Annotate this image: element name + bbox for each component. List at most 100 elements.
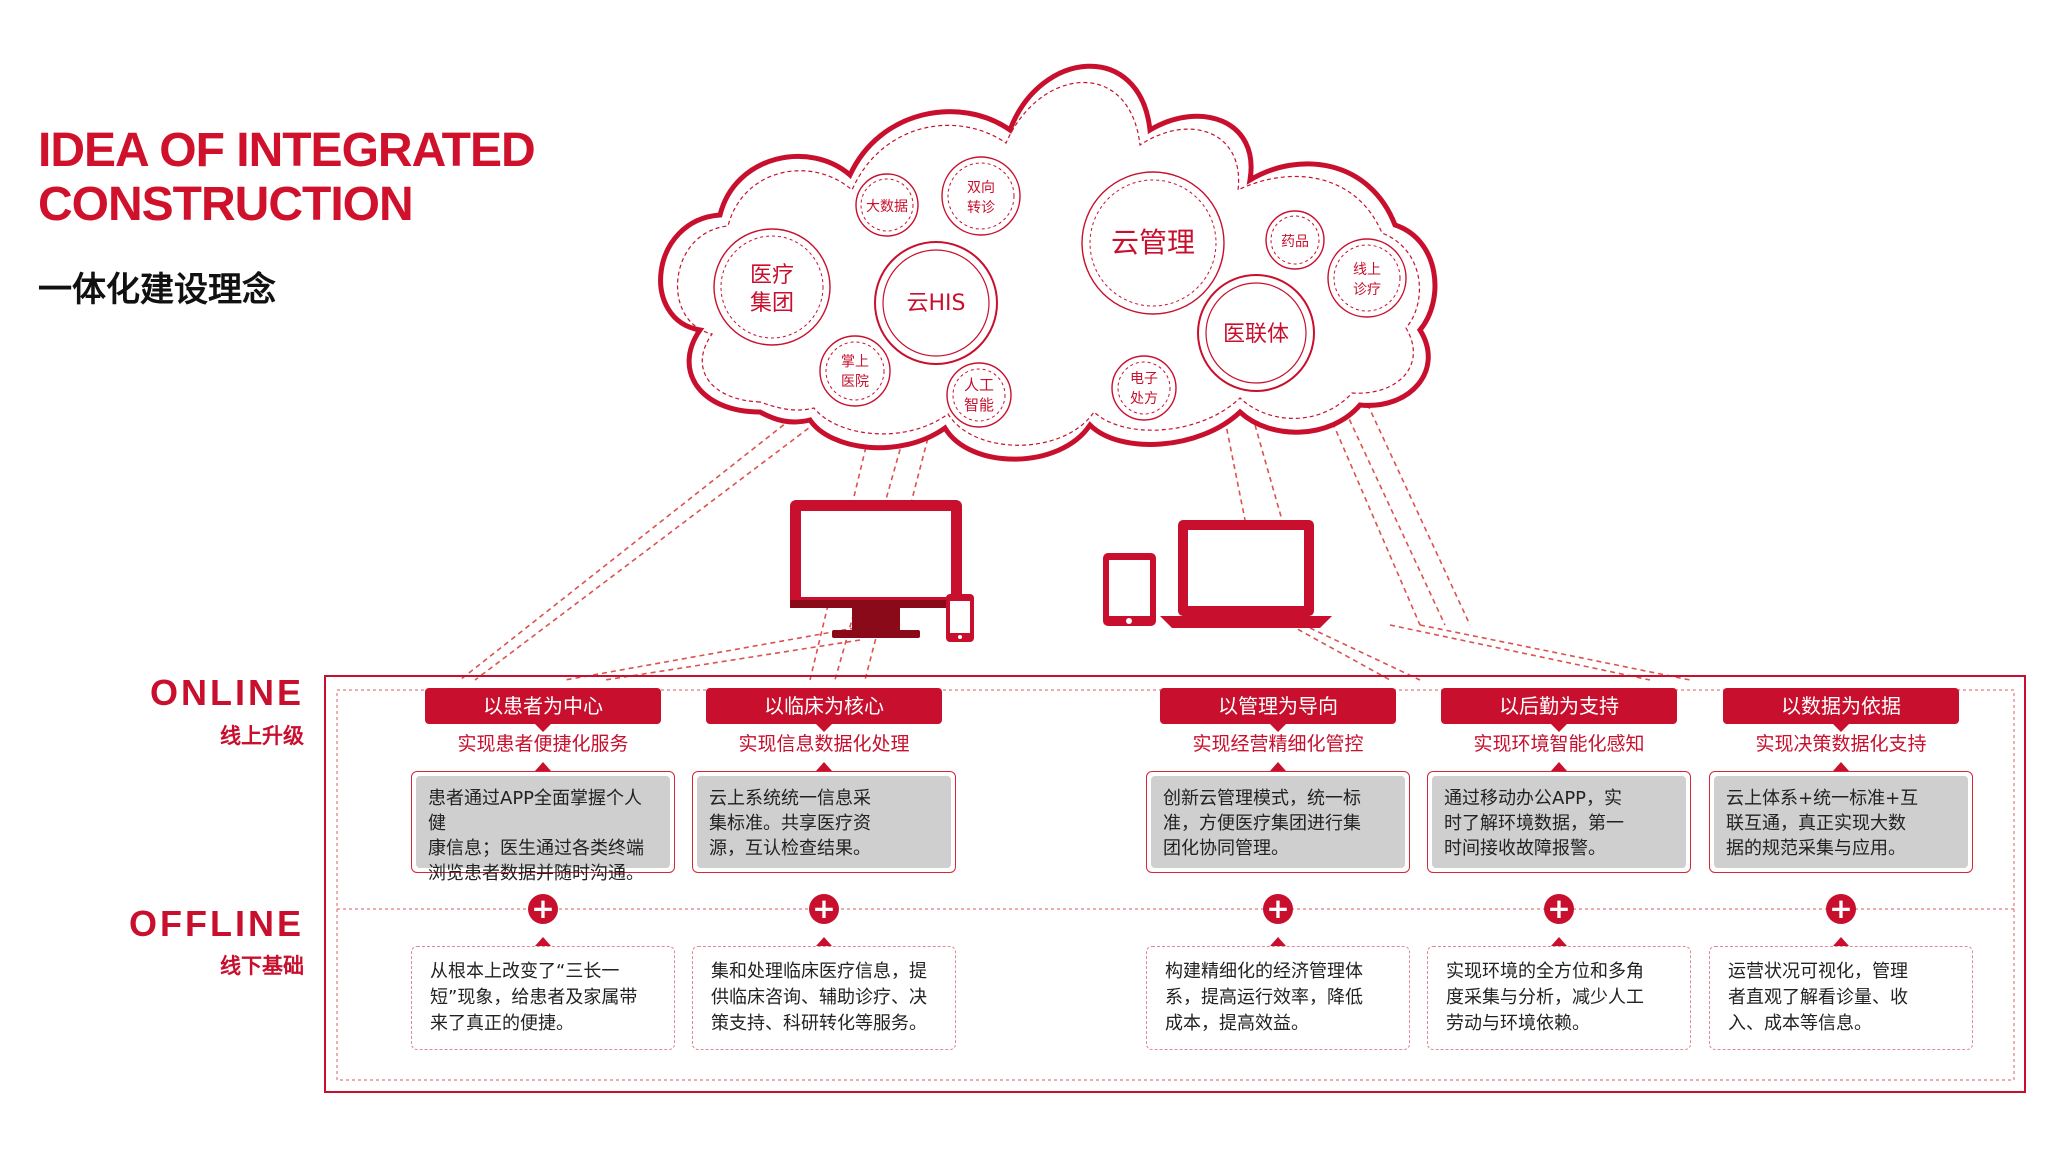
column-tag: 以数据为依据 xyxy=(1723,688,1959,732)
online-description-line: 浏览患者数据并随时沟通。 xyxy=(428,863,644,884)
title-line-2: CONSTRUCTION xyxy=(38,178,414,231)
bubble-xianshang-line2: 诊疗 xyxy=(1353,282,1381,298)
bubble-zhangshang-line1: 掌上 xyxy=(841,354,869,370)
bubble-yunhis: 云HIS xyxy=(907,291,966,316)
column-tag: 以临床为核心 xyxy=(706,688,942,732)
offline-description-line: 成本，提高效益。 xyxy=(1165,1013,1309,1034)
online-description-text: 通过移动办公APP，实时了解环境数据，第一时间接收故障报警。 xyxy=(1432,776,1686,868)
online-description-line: 创新云管理模式，统一标 xyxy=(1163,788,1361,809)
column-subtitle: 实现信息数据化处理 xyxy=(738,733,910,755)
bubble-shuangxiang-line2: 转诊 xyxy=(967,200,995,216)
pointer-triangle xyxy=(816,937,832,946)
bubble-rengong-line1: 人工 xyxy=(964,376,994,394)
online-description-line: 云上体系+统一标准+互 xyxy=(1726,788,1919,809)
column-tag: 以后勤为支持 xyxy=(1441,688,1677,732)
online-description-text: 患者通过APP全面掌握个人健康信息；医生通过各类终端浏览患者数据并随时沟通。 xyxy=(416,776,670,884)
pointer-triangle xyxy=(1551,937,1567,946)
offline-description-line: 策支持、科研转化等服务。 xyxy=(711,1013,927,1034)
page-title-en: IDEA OF INTEGRATED CONSTRUCTION xyxy=(38,124,598,232)
pointer-triangle xyxy=(816,762,832,771)
offline-description-box: 实现环境的全方位和多角度采集与分析，减少人工劳动与环境依赖。 xyxy=(1427,946,1691,1050)
pointer-triangle xyxy=(535,937,551,946)
offline-label: OFFLINE xyxy=(129,903,304,944)
column-tag: 以管理为导向 xyxy=(1160,688,1396,732)
offline-description-line: 运营状况可视化，管理 xyxy=(1728,961,1908,982)
online-description-line: 云上系统统一信息采 xyxy=(709,788,871,809)
online-label-cn: 线上升级 xyxy=(220,724,304,748)
cloud-inner-outline xyxy=(676,81,1420,446)
laptop-icon xyxy=(1160,520,1332,628)
phone-icon xyxy=(946,594,974,642)
bubble-dianzi-line1: 电子 xyxy=(1130,371,1158,387)
offline-description-line: 度采集与分析，减少人工 xyxy=(1446,987,1644,1008)
pointer-triangle xyxy=(535,762,551,771)
offline-label-cn: 线下基础 xyxy=(220,954,304,978)
page-title-cn: 一体化建设理念 xyxy=(38,270,276,310)
online-description-box: 通过移动办公APP，实时了解环境数据，第一时间接收故障报警。 xyxy=(1427,771,1691,873)
bubble-yiliao-line2: 集团 xyxy=(750,291,794,316)
column-subtitle: 实现环境智能化感知 xyxy=(1473,733,1645,755)
plus-icon: + xyxy=(1544,894,1574,924)
pointer-triangle xyxy=(1270,762,1286,771)
offline-description-line: 来了真正的便捷。 xyxy=(430,1013,574,1034)
online-description-text: 创新云管理模式，统一标准，方便医疗集团进行集团化协同管理。 xyxy=(1151,776,1405,868)
offline-description-box: 构建精细化的经济管理体系，提高运行效率，降低成本，提高效益。 xyxy=(1146,946,1410,1050)
online-description-line: 通过移动办公APP，实 xyxy=(1444,788,1623,809)
pointer-triangle xyxy=(1551,762,1567,771)
bubble-zhangshang-line2: 医院 xyxy=(841,374,869,390)
plus-icon: + xyxy=(1263,894,1293,924)
online-description-line: 时间接收故障报警。 xyxy=(1444,838,1606,859)
online-description-line: 康信息；医生通过各类终端 xyxy=(428,838,644,859)
bubble-shuangxiang-line1: 双向 xyxy=(967,180,995,196)
online-description-line: 集标准。共享医疗资 xyxy=(709,813,871,834)
offline-description-line: 从根本上改变了“三长一 xyxy=(430,961,620,982)
bubble-dianzi-line2: 处方 xyxy=(1130,391,1158,407)
pointer-triangle xyxy=(1833,937,1849,946)
column-subtitle: 实现决策数据化支持 xyxy=(1755,733,1927,755)
online-description-line: 患者通过APP全面掌握个人健 xyxy=(428,788,643,834)
online-description-box: 创新云管理模式，统一标准，方便医疗集团进行集团化协同管理。 xyxy=(1146,771,1410,873)
offline-description-line: 集和处理临床医疗信息，提 xyxy=(711,961,927,982)
online-description-line: 准，方便医疗集团进行集 xyxy=(1163,813,1361,834)
bubble-xianshang-line1: 线上 xyxy=(1353,262,1381,278)
online-description-box: 患者通过APP全面掌握个人健康信息；医生通过各类终端浏览患者数据并随时沟通。 xyxy=(411,771,675,884)
offline-description-line: 入、成本等信息。 xyxy=(1728,1013,1872,1034)
desktop-monitor-icon xyxy=(790,500,962,638)
offline-description-line: 系，提高运行效率，降低 xyxy=(1165,987,1363,1008)
cloud-bubbles xyxy=(713,156,1407,428)
bubble-yunguanli: 云管理 xyxy=(1111,226,1195,259)
bubble-rengong-line2: 智能 xyxy=(964,396,994,414)
offline-description-box: 从根本上改变了“三长一短”现象，给患者及家属带来了真正的便捷。 xyxy=(411,946,675,1050)
column-tag: 以患者为中心 xyxy=(425,688,661,732)
plus-icon: + xyxy=(809,894,839,924)
offline-description-line: 劳动与环境依赖。 xyxy=(1446,1013,1590,1034)
online-description-line: 联互通，真正实现大数 xyxy=(1726,813,1906,834)
bubble-yilianti: 医联体 xyxy=(1223,322,1289,347)
bubble-yiliao-line1: 医疗 xyxy=(750,263,794,288)
bubble-yaopin: 药品 xyxy=(1281,234,1309,250)
online-description-box: 云上体系+统一标准+互联互通，真正实现大数据的规范采集与应用。 xyxy=(1709,771,1973,873)
tablet-icon xyxy=(1103,553,1156,626)
plus-icon: + xyxy=(528,894,558,924)
online-description-box: 云上系统统一信息采集标准。共享医疗资源，互认检查结果。 xyxy=(692,771,956,873)
offline-description-line: 者直观了解看诊量、收 xyxy=(1728,987,1908,1008)
title-line-1: IDEA OF INTEGRATED xyxy=(38,124,536,177)
pointer-triangle xyxy=(1833,762,1849,771)
online-description-line: 团化协同管理。 xyxy=(1163,838,1289,859)
online-label: ONLINE xyxy=(149,672,304,713)
online-description-line: 时了解环境数据，第一 xyxy=(1444,813,1624,834)
offline-description-line: 构建精细化的经济管理体 xyxy=(1165,961,1363,982)
plus-icon: + xyxy=(1826,894,1856,924)
online-description-text: 云上系统统一信息采集标准。共享医疗资源，互认检查结果。 xyxy=(697,776,951,868)
column-subtitle: 实现患者便捷化服务 xyxy=(457,733,629,755)
offline-description-box: 集和处理临床医疗信息，提供临床咨询、辅助诊疗、决策支持、科研转化等服务。 xyxy=(692,946,956,1050)
column-subtitle: 实现经营精细化管控 xyxy=(1192,733,1364,755)
outer-frame xyxy=(324,675,2026,1093)
online-description-text: 云上体系+统一标准+互联互通，真正实现大数据的规范采集与应用。 xyxy=(1714,776,1968,868)
inner-frame xyxy=(336,689,2015,1081)
pointer-triangle xyxy=(1270,937,1286,946)
bubble-dashuju: 大数据 xyxy=(866,199,908,215)
online-description-line: 源，互认检查结果。 xyxy=(709,838,871,859)
